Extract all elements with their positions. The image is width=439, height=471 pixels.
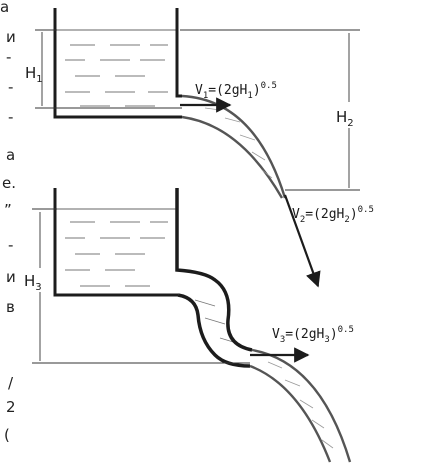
tank-wall-right [175,8,182,98]
text-fragment: а [6,146,15,164]
v2-equation: V2=(2gH2)0.5 [292,205,374,225]
v2-arrow [283,194,321,288]
top-tank [53,8,287,199]
h2-dimension: H2 [180,29,360,191]
jet-stream-lower [181,115,284,199]
jet-stream-upper [181,94,287,199]
tank-wall-left-bottom [53,188,178,297]
jet-stream-hatching [267,361,334,449]
h3-dimension: H3 [24,208,250,364]
h1-label: H1 [25,64,43,85]
text-fragment: ” [4,201,12,219]
left-text-fragments: а и - - - а е. ” - и в / 2 ( [0,0,16,444]
water-hatching [65,221,241,345]
text-fragment: и [6,268,16,286]
text-fragment: в [6,298,15,316]
text-fragment: - [8,236,13,254]
h3-label: H3 [24,272,42,293]
text-fragment: - [8,78,13,96]
v1-equation: V1=(2gH1)0.5 [195,81,277,101]
jet-stream-lower [249,364,332,463]
text-fragment: а [0,0,9,16]
tank-wall-left-bottom [53,8,182,119]
text-fragment: и [6,28,16,46]
h1-dimension: H1 [25,29,182,109]
v3-equation: V3=(2gH3)0.5 [272,325,354,345]
bottom-tank [53,188,352,463]
text-fragment: / [8,374,14,392]
text-fragment: е. [2,174,16,192]
nozzle-wall-upper [175,188,253,352]
water-hatching [65,44,168,107]
text-fragment: 2 [6,398,16,416]
text-fragment: - [6,48,11,66]
text-fragment: - [8,108,13,126]
text-fragment: ( [4,426,10,444]
h2-label: H2 [336,108,354,129]
